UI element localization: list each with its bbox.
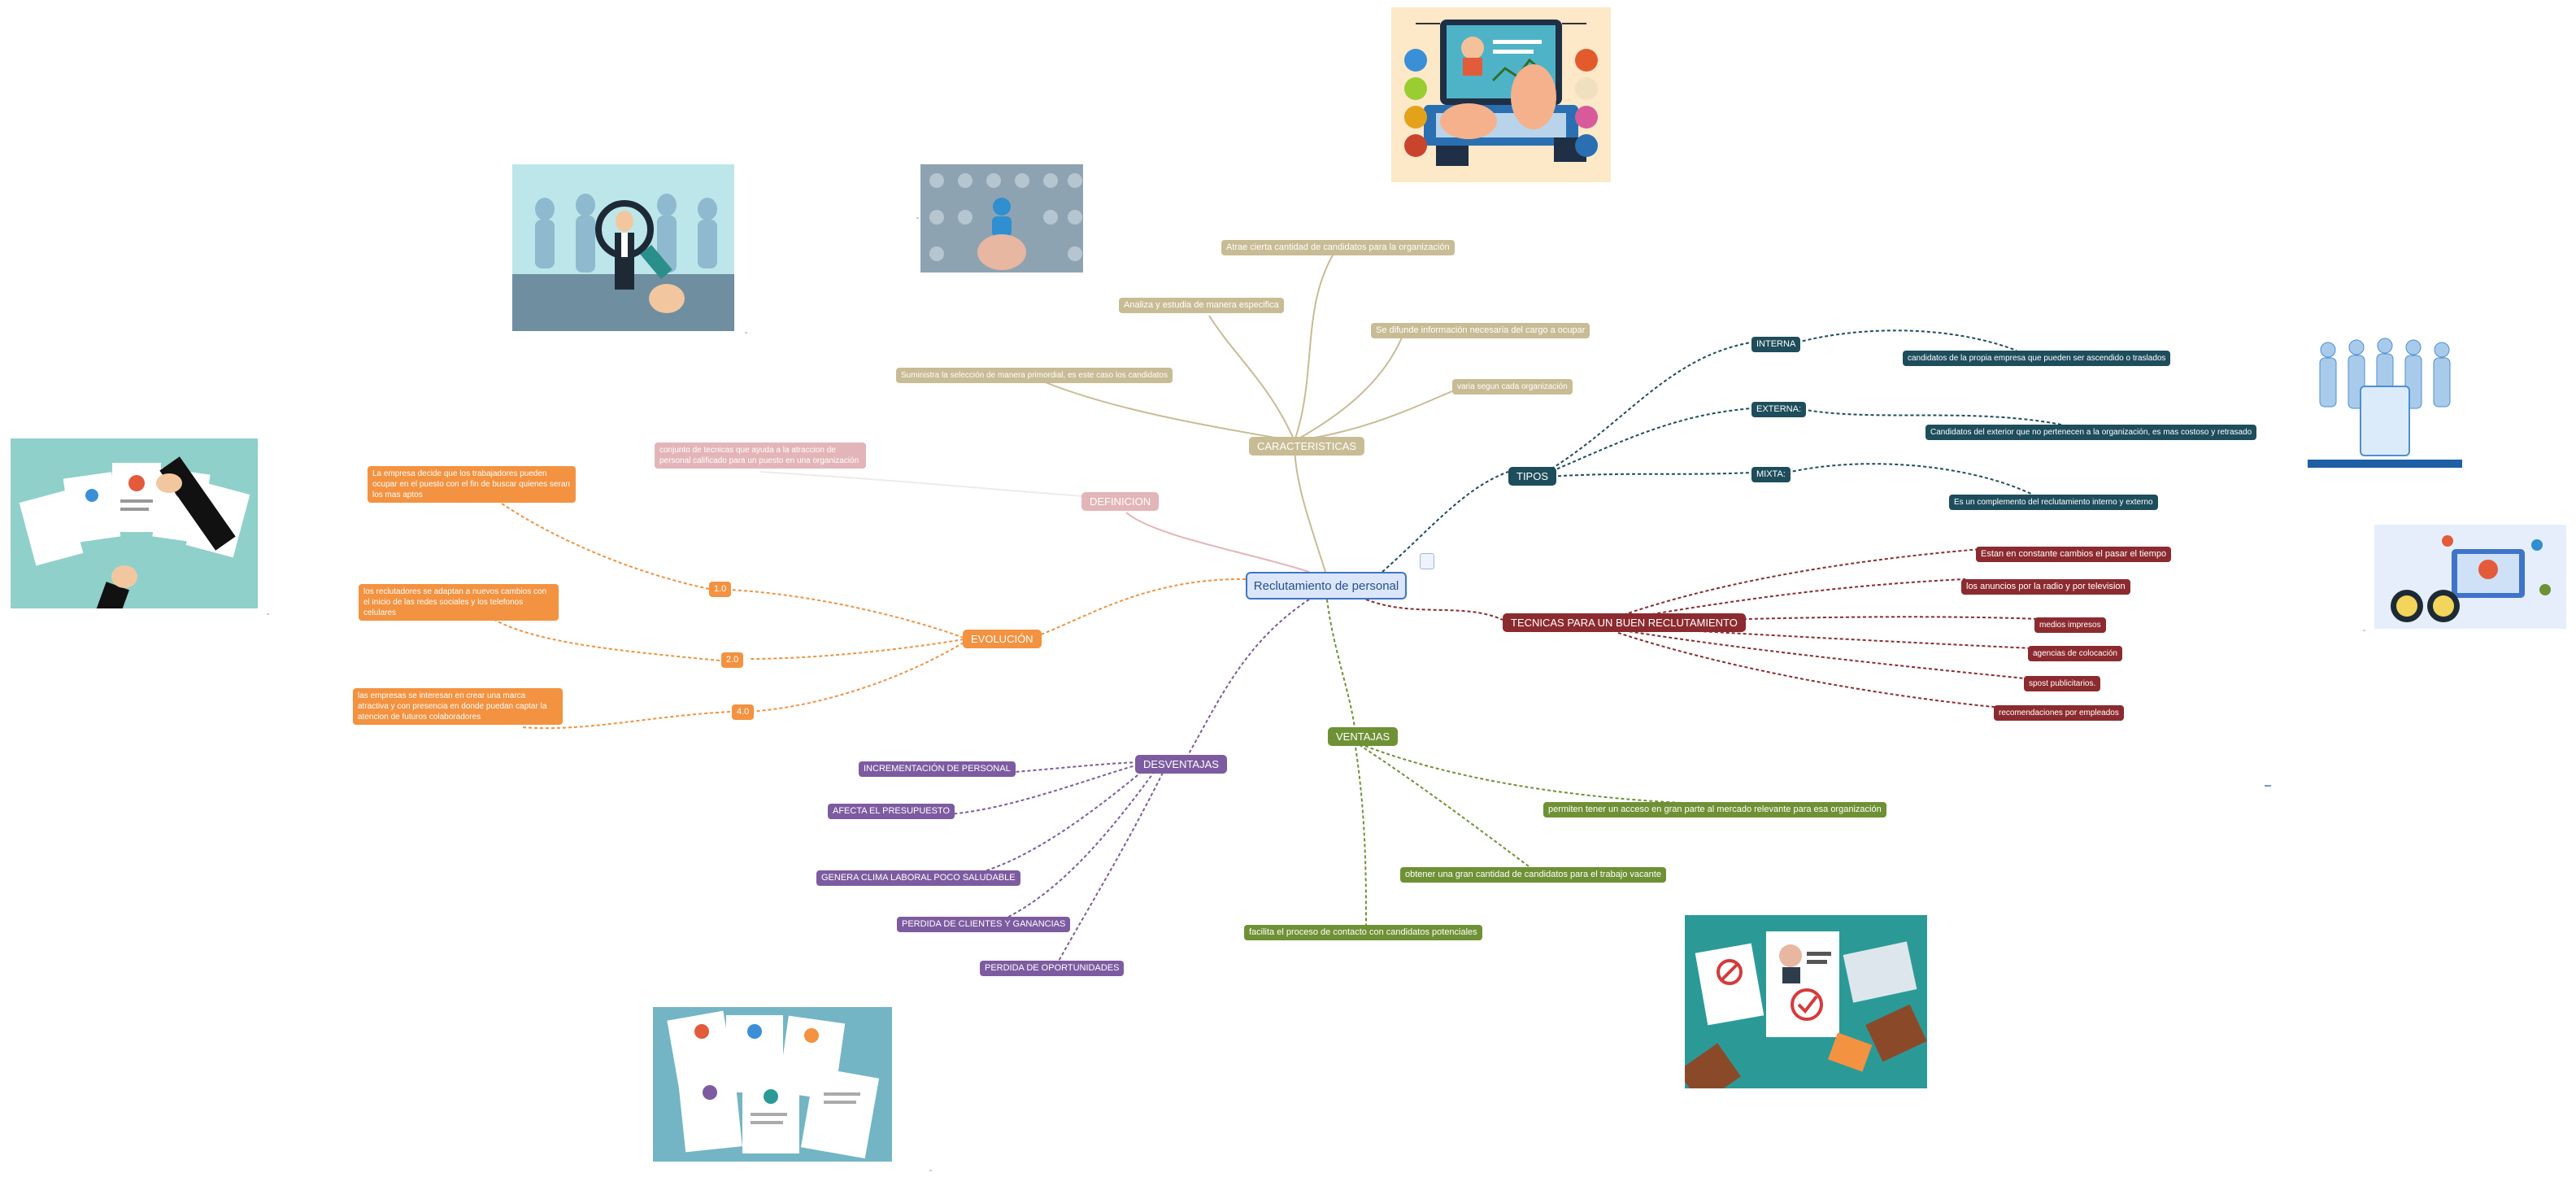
desventajas-item[interactable]: GENERA CLIMA LABORAL POCO SALUDABLE xyxy=(816,870,1020,886)
ventajas-item[interactable]: obtener una gran cantidad de candidatos … xyxy=(1400,867,1666,883)
desventajas-item[interactable]: PERDIDA DE OPORTUNIDADES xyxy=(980,961,1125,976)
tipos-externa-text[interactable]: Candidatos del exterior que no pertenece… xyxy=(1925,425,2257,440)
tecnicas-item[interactable]: spost publicitarios. xyxy=(2024,676,2101,691)
caracteristicas-item[interactable]: Suministra la selección de manera primor… xyxy=(896,368,1173,383)
evolucion-text-2[interactable]: los reclutadores se adaptan a nuevos cam… xyxy=(359,584,559,621)
decorative-dot xyxy=(2363,630,2365,631)
tipos-interna[interactable]: INTERNA xyxy=(1751,337,1801,352)
ventajas-item[interactable]: facilita el proceso de contacto con cand… xyxy=(1244,925,1482,940)
desventajas-item[interactable]: INCREMENTACIÓN DE PERSONAL xyxy=(859,761,1016,777)
cv-approval-desk-image xyxy=(1685,915,1927,1088)
evolucion-stage-4[interactable]: 4.0 xyxy=(732,704,755,720)
decorative-dot xyxy=(745,332,747,334)
definicion-text[interactable]: conjunto de tecnicas que ayuda a la atra… xyxy=(655,443,866,469)
ventajas-item[interactable]: permiten tener un acceso en gran parte a… xyxy=(1543,802,1886,818)
tipos-mixta-text[interactable]: Es un complemento del reclutamiento inte… xyxy=(1949,495,2158,510)
evolucion-text-4[interactable]: las empresas se interesan en crear una m… xyxy=(353,688,563,725)
magnifier-candidate-image xyxy=(512,164,734,331)
tipos-mixta[interactable]: MIXTA: xyxy=(1751,467,1791,482)
evolucion-stage-2[interactable]: 2.0 xyxy=(721,652,744,668)
desventajas-topic[interactable]: DESVENTAJAS xyxy=(1135,755,1227,774)
caracteristicas-item[interactable]: Se difunde información necesaria del car… xyxy=(1371,323,1590,338)
tecnicas-item[interactable]: Estan en constante cambios el pasar el t… xyxy=(1976,547,2172,562)
tipos-externa[interactable]: EXTERNA: xyxy=(1751,402,1807,417)
caracteristicas-item[interactable]: Analiza y estudia de manera especifica xyxy=(1119,298,1284,313)
desventajas-item[interactable]: AFECTA EL PRESUPUESTO xyxy=(828,804,955,819)
cv-hands-image xyxy=(11,438,258,608)
team-with-tablet-image xyxy=(2308,329,2462,470)
tecnicas-item[interactable]: recomendaciones por empleados xyxy=(1994,705,2124,721)
caracteristicas-item[interactable]: varia segun cada organización xyxy=(1452,379,1573,395)
tecnicas-item[interactable]: medios impresos xyxy=(2034,617,2106,633)
tecnicas-topic[interactable]: TECNICAS PARA UN BUEN RECLUTAMIENTO xyxy=(1503,613,1746,632)
resume-stack-image xyxy=(653,1007,892,1162)
decorative-dot xyxy=(916,217,919,219)
tipos-topic[interactable]: TIPOS xyxy=(1508,467,1557,486)
tipos-interna-text[interactable]: candidatos de la propia empresa que pued… xyxy=(1903,351,2171,366)
evolucion-stage-1[interactable]: 1.0 xyxy=(709,582,732,597)
hand-picking-person-image xyxy=(920,164,1083,273)
root-topic[interactable]: Reclutamiento de personal xyxy=(1246,572,1407,600)
online-recruitment-laptop-image xyxy=(1391,7,1611,182)
caracteristicas-topic[interactable]: CARACTERISTICAS xyxy=(1249,437,1365,456)
tecnicas-item[interactable]: agencias de colocación xyxy=(2028,646,2122,661)
evolucion-text-1[interactable]: La empresa decide que los trabajadores p… xyxy=(368,466,576,503)
tecnicas-item[interactable]: los anuncios por la radio y por televisi… xyxy=(1961,579,2130,595)
caracteristicas-item[interactable]: Atrae cierta cantidad de candidatos para… xyxy=(1221,240,1455,255)
desventajas-item[interactable]: PERDIDA DE CLIENTES Y GANANCIAS xyxy=(897,917,1071,932)
binoculars-search-image xyxy=(2374,525,2566,629)
definicion-topic[interactable]: DEFINICION xyxy=(1081,492,1160,511)
decorative-dot xyxy=(929,1170,932,1171)
ventajas-topic[interactable]: VENTAJAS xyxy=(1328,727,1399,746)
collapse-toggle[interactable] xyxy=(1420,553,1434,569)
evolucion-topic[interactable]: EVOLUCIÓN xyxy=(963,630,1042,648)
decorative-dot xyxy=(267,613,269,615)
decorative-dot xyxy=(2265,785,2271,787)
